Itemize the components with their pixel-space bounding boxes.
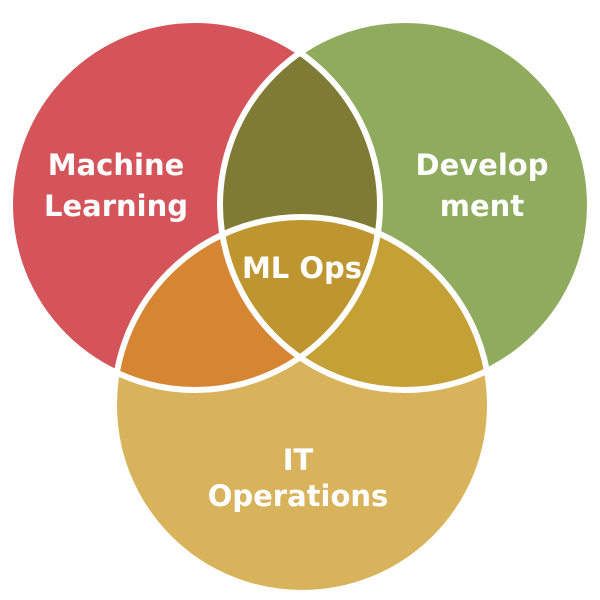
development-label-2: ment bbox=[440, 189, 525, 223]
development-label-1: Develop bbox=[416, 148, 549, 182]
mlops-label: ML Ops bbox=[242, 251, 362, 285]
ml-it-overlap bbox=[114, 217, 380, 390]
it-operations-label-2: Operations bbox=[208, 479, 389, 513]
machine-learning-label-2: Learning bbox=[44, 189, 188, 223]
circle-outlines bbox=[7, 17, 593, 596]
dev-it-overlap bbox=[220, 217, 490, 390]
machine-learning-label-1: Machine bbox=[48, 148, 185, 182]
it-operations-label-1: IT bbox=[283, 443, 314, 477]
